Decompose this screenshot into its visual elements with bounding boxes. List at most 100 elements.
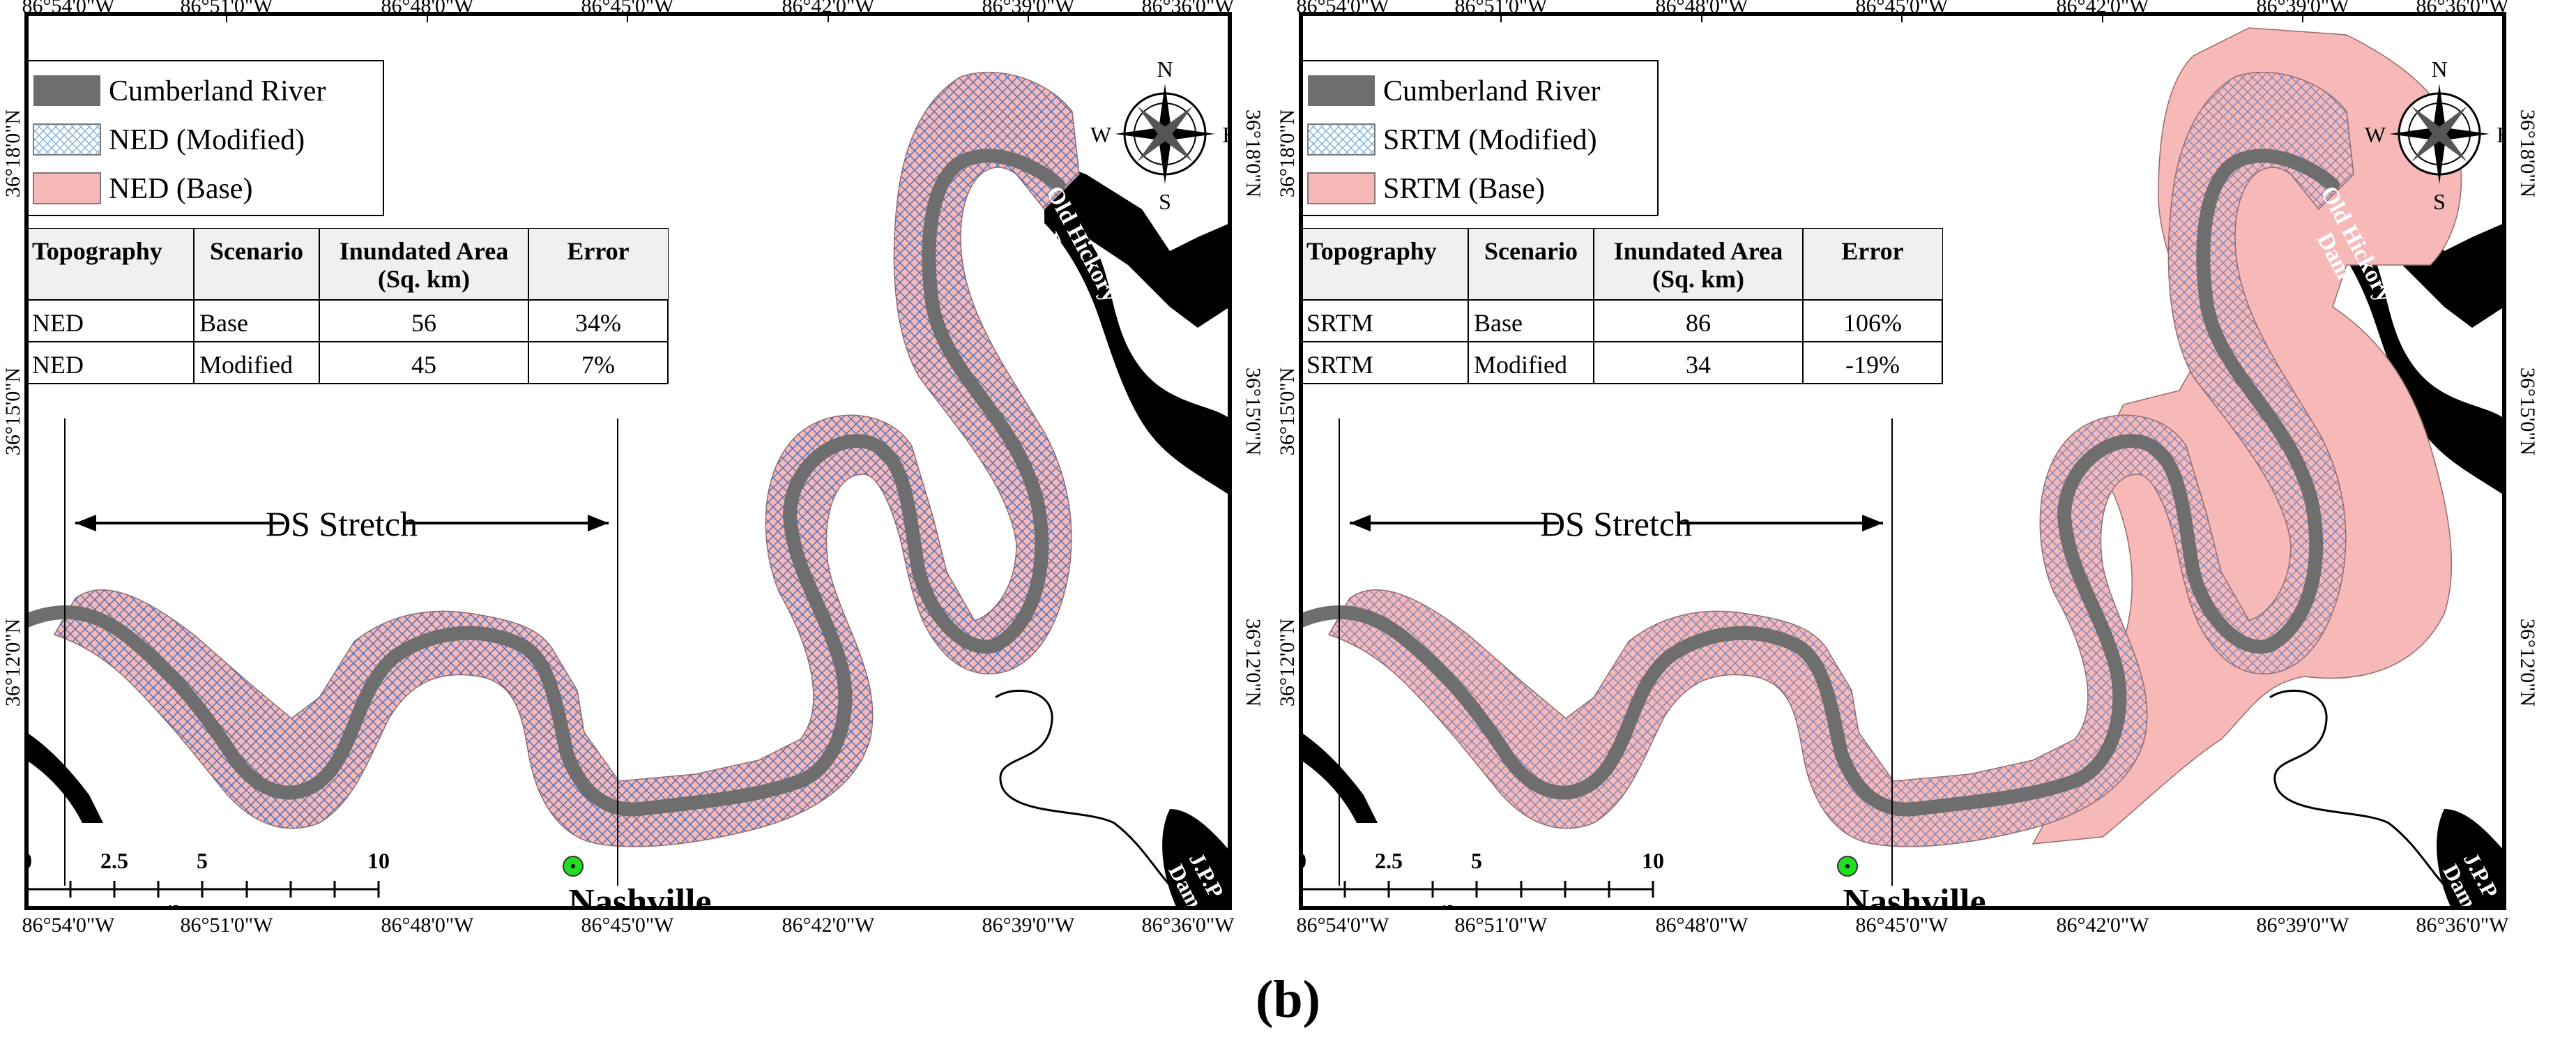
compass-e: E [2497, 122, 2510, 147]
legend-swatch-base [33, 172, 101, 204]
table-cell: Modified [1474, 351, 1567, 379]
table-header-cell: Inundated Area [1614, 237, 1783, 265]
old-hickory-lake [1044, 181, 1230, 495]
lon-tick-bottom: 86°36'0"W [1142, 914, 1235, 937]
lon-tick-bottom: 86°42'0"W [2057, 914, 2150, 937]
legend-label-hatch: SRTM (Modified) [1383, 124, 1597, 156]
lat-tick-left: 36°12'0"N [1276, 619, 1299, 706]
ds-stretch-label: DS Stretch [1540, 504, 1692, 543]
legend-swatch-base [1307, 172, 1375, 204]
modified-inundation [54, 72, 1079, 847]
city-label: Nashville [568, 882, 711, 922]
lon-tick-bottom: 86°54'0"W [22, 914, 116, 937]
lon-tick-bottom: 86°48'0"W [1656, 914, 1749, 937]
compass-rose: N S E W [2365, 56, 2510, 214]
table-header-cell: Inundated Area [340, 237, 508, 265]
table-cell: Base [1474, 309, 1523, 337]
scale-tick-label: 0 [1295, 848, 1306, 873]
lon-tick-bottom: 86°42'0"W [782, 914, 876, 937]
scale-tick-label: 5 [197, 848, 208, 873]
lat-tick-left: 36°12'0"N [1, 619, 24, 706]
ds-stretch-label: DS Stretch [266, 504, 418, 543]
scale-tick-label: 10 [367, 848, 390, 873]
ds-arrow-left-head [1350, 515, 1371, 531]
figure-label: (b) [1256, 970, 1320, 1029]
lat-tick-right: 36°18'0"N [1242, 109, 1265, 197]
lon-tick-bottom: 86°39'0"W [2257, 914, 2350, 937]
table-cell: 86 [1686, 309, 1711, 337]
lon-tick-bottom: 86°48'0"W [381, 914, 475, 937]
table-cell: NED [32, 309, 84, 337]
jpp-lake [1162, 809, 1230, 908]
lon-tick-top: 86°54'0"W [1297, 0, 1390, 17]
scale-tick-label: 10 [1642, 848, 1664, 873]
compass-n: N [1157, 56, 1173, 82]
table-cell: 56 [411, 309, 436, 337]
table-header-cell: (Sq. km) [1652, 265, 1744, 293]
scale-tick-label: 2.5 [100, 848, 128, 873]
tributary-line [2269, 689, 2453, 894]
lat-tick-left: 36°15'0"N [1276, 368, 1299, 455]
lon-tick-bottom: 86°36'0"W [2416, 914, 2510, 937]
lon-tick-bottom: 86°54'0"W [1297, 914, 1390, 937]
lat-tick-left: 36°18'0"N [1276, 109, 1299, 197]
lon-tick-top: 86°36'0"W [1142, 0, 1235, 17]
table-cell: 106% [1843, 309, 1902, 337]
table-header-bg [26, 229, 668, 300]
lat-tick-left: 36°18'0"N [1, 109, 24, 197]
table-header-bg [1301, 229, 1942, 300]
table-cell: 7% [581, 351, 615, 379]
compass-s: S [2433, 189, 2446, 214]
legend-label-river: Cumberland River [1383, 75, 1600, 107]
lat-tick-right: 36°15'0"N [1242, 368, 1265, 455]
lat-tick-right: 36°12'0"N [1242, 619, 1265, 706]
table-cell: 34 [1686, 351, 1711, 379]
lon-tick-top: 86°54'0"W [22, 0, 116, 17]
legend-swatch-river [1308, 75, 1375, 106]
table-cell: Base [199, 309, 248, 337]
lon-tick-bottom: 86°39'0"W [982, 914, 1076, 937]
ds-arrow-left-head [75, 515, 96, 531]
city-label: Nashville [1843, 882, 1986, 922]
table-cell: Modified [199, 351, 293, 379]
lat-tick-right: 36°18'0"N [2516, 109, 2539, 197]
lat-tick-left: 36°15'0"N [1, 368, 24, 455]
river-line [1301, 149, 2340, 817]
lon-tick-bottom: 86°45'0"W [581, 914, 675, 937]
compass-s: S [1159, 189, 1171, 214]
scale-tick-label: 5 [1471, 848, 1482, 873]
table-header-cell: Error [1841, 237, 1903, 265]
table-cell: SRTM [1306, 309, 1373, 337]
compass-w: W [2365, 122, 2386, 147]
table-header-cell: Topography [32, 237, 162, 265]
tributary-line [995, 689, 1178, 894]
legend-label-base: NED (Base) [109, 173, 252, 205]
scale-unit-label: Kilometers [149, 900, 254, 925]
compass-n: N [2431, 56, 2447, 82]
modified-inundation [1329, 72, 2354, 847]
legend-swatch-river [33, 75, 100, 106]
table-cell: -19% [1845, 351, 1900, 379]
legend-label-river: Cumberland River [109, 75, 326, 107]
legend-label-hatch: NED (Modified) [109, 124, 305, 156]
table-cell: SRTM [1306, 351, 1373, 379]
scale-tick-label: 2.5 [1375, 848, 1403, 873]
nashville-marker-dot [1845, 864, 1850, 868]
legend-label-base: SRTM (Base) [1383, 173, 1545, 205]
table-header-cell: Scenario [210, 237, 303, 265]
compass-w: W [1090, 122, 1112, 147]
nashville-marker-dot [571, 864, 575, 868]
